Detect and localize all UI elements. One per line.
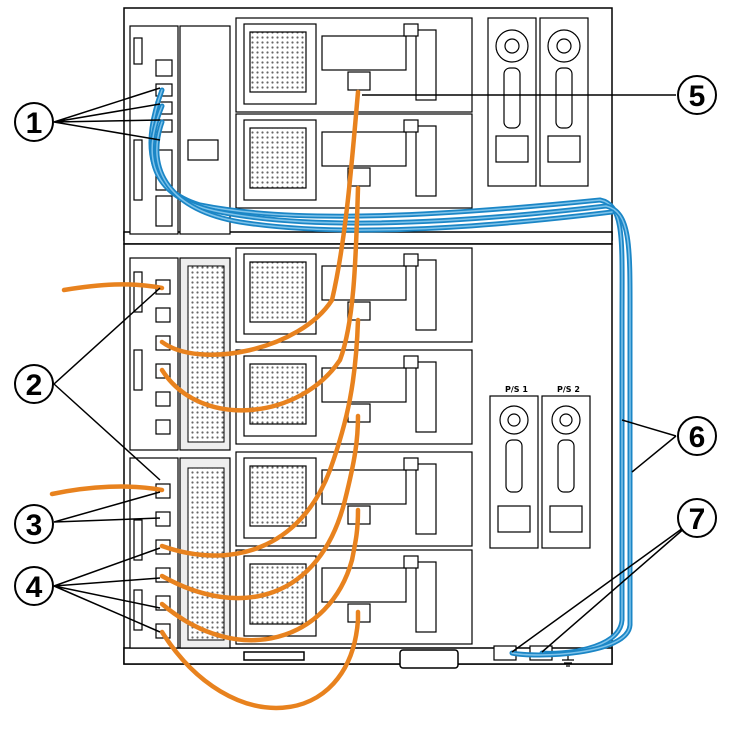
tape-drive [235,349,473,445]
tape-drive [235,549,473,645]
callout-1: 1 [14,102,54,142]
fibre-channel-cable [159,609,361,711]
callout-bubbles: 1 2 3 4 5 6 7 [14,75,717,606]
callout-4: 4 [14,566,54,606]
fibre-channel-cable [159,507,361,643]
ground-icon [562,652,574,667]
fan-grill-icon [249,465,307,527]
bottom-handle [399,649,459,669]
svg-text:6: 6 [689,421,706,454]
power-inlet-icon [497,505,531,533]
svg-text:3: 3 [26,509,43,542]
power-inlet-icon [495,135,529,163]
upper-library-control-blade [129,25,231,235]
fc-port-icon [347,71,371,91]
fc-port-icon [155,391,171,407]
callout-leaders [53,87,695,653]
fc-port-icon [155,307,171,323]
fibre-channel-cables [49,89,361,711]
fibre-channel-cable [159,413,361,601]
fc-port-icon [155,419,171,435]
power-inlet-icon [549,505,583,533]
callout-2: 2 [14,364,54,404]
tape-drive [235,113,473,209]
fan-grill-icon [249,563,307,625]
callout-3: 3 [14,504,54,544]
fibre-channel-cable [159,185,361,413]
psu-label-2: P/S 2 [557,385,580,394]
fan-grill-icon [249,363,307,425]
callout-5: 5 [677,75,717,115]
fibre-channel-cable [49,484,165,497]
svg-text:2: 2 [26,369,43,402]
fan-grill-icon [249,261,307,323]
svg-text:1: 1 [26,107,43,140]
svg-text:4: 4 [26,571,43,604]
power-inlet-icon [547,135,581,163]
svg-text:7: 7 [689,503,706,536]
ethernet-cables [148,87,633,658]
fibre-channel-cable [61,282,165,293]
tape-drives [235,17,473,645]
psu-label-1: P/S 1 [505,385,528,394]
callout-7: 7 [677,498,717,538]
svg-text:5: 5 [689,80,706,113]
power-supplies-lower [489,395,591,549]
bottom-slot [243,651,305,661]
fibre-channel-cable [159,89,361,357]
fibre-channel-cable [159,317,361,558]
fan-grill-icon [249,127,307,189]
fan-grill-icon [249,31,307,93]
callout-6: 6 [677,416,717,456]
power-supplies-upper [487,17,589,187]
tape-drive [235,17,473,113]
fc-port-icon [155,511,171,527]
